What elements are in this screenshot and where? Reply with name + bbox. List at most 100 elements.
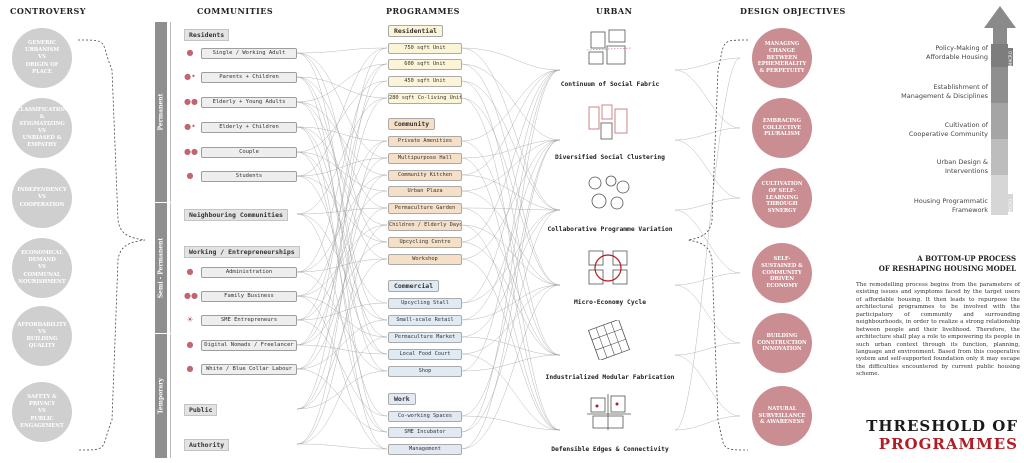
programme-pill[interactable]: 750 sqft Unit (388, 43, 462, 54)
stair-label-5: Housing Programmatic Framework (913, 197, 988, 214)
stair-step-1 (991, 44, 1008, 67)
programme-pill[interactable]: SME Incubator (388, 427, 462, 438)
community-pill[interactable]: SME Entrepreneurs (201, 315, 297, 326)
connector-line (296, 97, 388, 215)
connector-line (460, 47, 561, 211)
controversy-text: GENERIC URBANISM VS ORIGIN OF PLACE (25, 40, 59, 75)
community-pill[interactable]: Family Business (201, 291, 297, 302)
micro-label: MICRO (1008, 194, 1013, 212)
couple-icon: ●● (184, 147, 198, 156)
description-title-1: A BOTTOM-UP PROCESS (917, 254, 1016, 263)
programme-pill[interactable]: Small-scale Retail (388, 315, 462, 326)
controversy-brace (77, 39, 146, 451)
public-label[interactable]: Public (184, 404, 218, 416)
objective-text: NATURAL SURVEILLANCE & AWARENESS (758, 405, 806, 426)
connector-line (460, 69, 561, 372)
connector-line (296, 140, 388, 445)
urban-label-6: Defensible Edges & Connectivity (551, 446, 669, 453)
community-pill[interactable]: Digital Nomads / Freelancer (201, 340, 297, 351)
programme-pill[interactable]: Shop (388, 366, 462, 377)
connector-line (296, 47, 388, 54)
connector-line (674, 342, 741, 356)
connector-line (460, 69, 561, 243)
connector-line (674, 272, 741, 286)
programme-pill[interactable]: Local Food Court (388, 349, 462, 360)
connector-line (460, 140, 561, 356)
controversy-circle-3: INDEPENDENCY VS COOPERATION (12, 168, 72, 228)
residents-label: Residents (184, 29, 230, 41)
programme-pill[interactable]: 280 sqft Co-living Unit (388, 93, 462, 104)
social-fabric-diagram (586, 29, 632, 65)
connector-line (460, 80, 561, 211)
programme-pill[interactable]: Children / Elderly Daycare (388, 220, 462, 231)
programme-pill[interactable]: Permaculture Market (388, 332, 462, 343)
entrepreneur-icon: ☀ (186, 315, 194, 324)
connector-line (460, 209, 561, 433)
connector-line (296, 319, 388, 370)
objective-text: MANAGING CHANGE BETWEEN EPHEMERALITY & P… (757, 41, 807, 75)
connector-line (296, 190, 388, 321)
elderly-child-icon: ●• (184, 122, 196, 131)
programme-pill[interactable]: Permaculture Garden (388, 203, 462, 214)
macro-label: MACRO (1008, 48, 1013, 66)
connector-line (296, 63, 388, 410)
stair-label-3: Cultivation of Cooperative Community (908, 121, 988, 138)
urban-label-4: Micro-Economy Cycle (573, 299, 647, 306)
modular-fabrication-diagram (587, 320, 631, 360)
connector-line (674, 354, 741, 417)
labour-icon: ● (186, 364, 194, 373)
community-pill[interactable]: Administration (201, 267, 297, 278)
connector-line (296, 76, 388, 99)
connector-line (296, 157, 388, 346)
community-pill[interactable]: Elderly + Children (201, 122, 297, 133)
urban-label-2: Diversified Social Clustering (555, 154, 665, 161)
connector-line (460, 224, 561, 431)
community-pill[interactable]: Single / Working Adult (201, 48, 297, 59)
community-pill[interactable]: Students (201, 171, 297, 182)
neighbouring-communities-label[interactable]: Neighbouring Communities (184, 209, 288, 221)
programme-pill[interactable]: Urban Plaza (388, 186, 462, 197)
person-icon: ● (186, 48, 194, 57)
connector-line (460, 241, 561, 356)
programme-pill[interactable]: 450 sqft Unit (388, 76, 462, 87)
connector-line (296, 126, 388, 338)
controversy-text: CLASSIFICATION & STIGMATIZING VS UNBIASE… (16, 106, 68, 149)
programme-pill[interactable]: Co-working Spaces (388, 411, 462, 422)
programme-pill[interactable]: Upcycling Centre (388, 237, 462, 248)
family-business-icon: ●● (184, 291, 198, 300)
micro-economy-diagram (588, 250, 628, 285)
connector-line (460, 209, 561, 338)
programme-pill[interactable]: Management (388, 444, 462, 455)
programme-pill[interactable]: Community Kitchen (388, 170, 462, 181)
connector-line (296, 52, 388, 243)
connector-line (296, 140, 388, 297)
connector-line (296, 175, 388, 355)
connector-line (296, 76, 388, 321)
community-pill[interactable]: Elderly + Young Adults (201, 97, 297, 108)
programme-pill[interactable]: Workshop (388, 254, 462, 265)
band-divider (170, 334, 171, 458)
programme-variation-diagram (588, 175, 630, 210)
connector-line (460, 415, 561, 431)
controversy-text: INDEPENDENCY VS COOPERATION (17, 187, 67, 208)
urban-header: URBAN (596, 6, 633, 16)
community-pill[interactable]: White / Blue Collar Labour (201, 364, 297, 375)
programme-pill[interactable]: Multipurpose Hall (388, 153, 462, 164)
community-pill[interactable]: Parents + Children (201, 72, 297, 83)
objective-text: CULTIVATION OF SELF-LEARNING THROUGH SYN… (761, 181, 803, 215)
controversy-text: SAFETY & PRIVACY VS PUBLIC ENGAGEMENT (20, 394, 64, 429)
description-title-2: OF RESHAPING HOUSING MODEL (878, 264, 1016, 273)
connector-line (460, 207, 561, 356)
programme-pill[interactable]: 600 sqft Unit (388, 59, 462, 70)
elderly-young-icon: ●● (184, 97, 198, 106)
connector-line (460, 284, 561, 321)
objective-circle-6: NATURAL SURVEILLANCE & AWARENESS (752, 386, 812, 446)
authority-label[interactable]: Authority (184, 439, 230, 451)
stair-label-1: Policy-Making of Affordable Housing (926, 44, 988, 61)
community-pill[interactable]: Couple (201, 147, 297, 158)
programme-pill[interactable]: Upcycling Stall (388, 298, 462, 309)
objective-circle-1: MANAGING CHANGE BETWEEN EPHEMERALITY & P… (752, 28, 812, 88)
controversy-circle-5: AFFORDABILITY VS BUILDING QUALITY (12, 306, 72, 366)
connector-line (460, 353, 561, 431)
programme-pill[interactable]: Private Amenities (388, 136, 462, 147)
